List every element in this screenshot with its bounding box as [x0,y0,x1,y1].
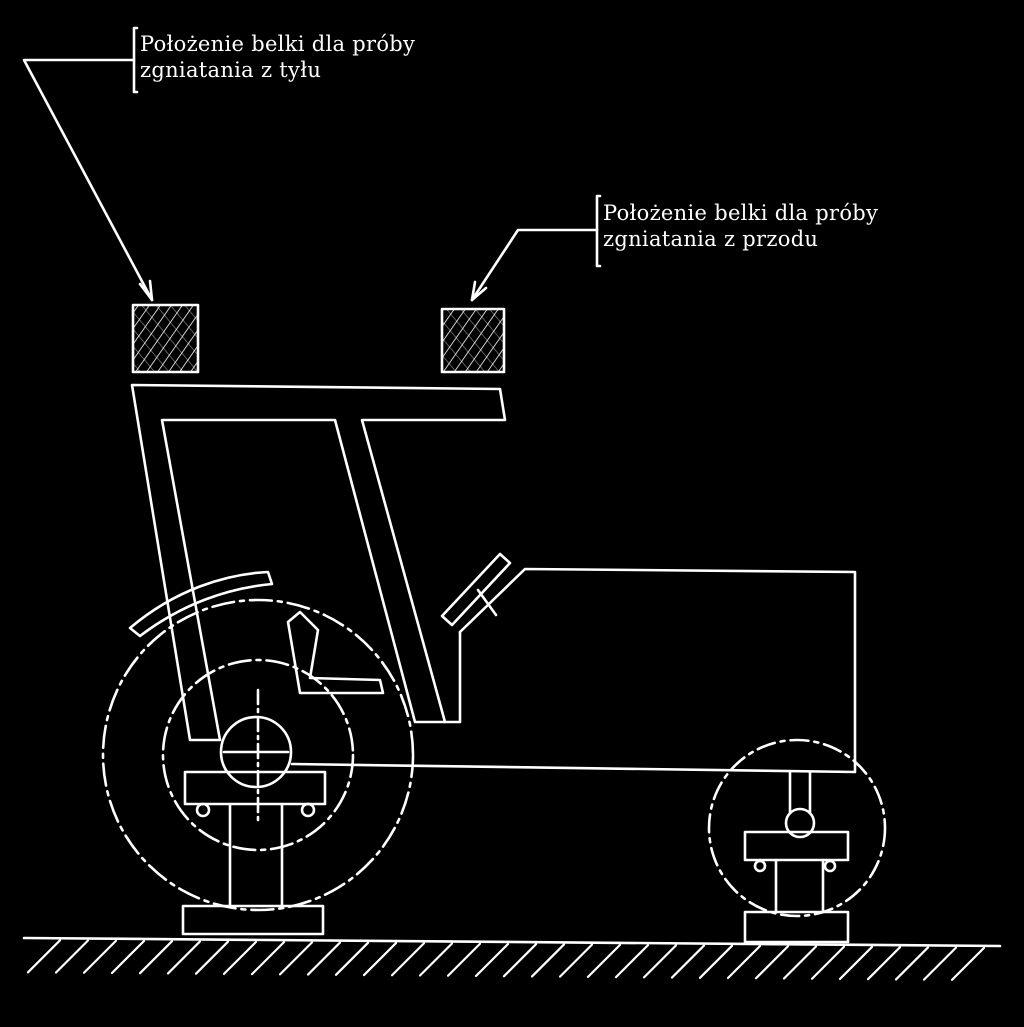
ground-hatch-mark [390,942,426,977]
front-support-stand [743,770,850,944]
ground-hatch-mark [754,945,790,980]
ground-hatch-mark [782,945,818,980]
front-beam-label-line2: zgniatania z przodu [603,227,819,251]
ground-hatch-mark [894,946,930,981]
ground-hatch-mark [222,940,258,976]
ground-hatch-mark [866,946,902,981]
ground-hatch-mark [838,945,874,981]
ground-hatch-mark [950,946,986,981]
rear-beam-label: Położenie belki dla próby zgniatania z t… [140,31,415,83]
ground-hatch-mark [810,945,846,980]
rear-label-leader [22,26,154,302]
ground-hatch-mark [166,940,202,975]
ground-hatch-mark [586,943,622,978]
ground-hatch-mark [138,940,174,975]
ground-hatch-mark [446,942,482,977]
ground-hatch-mark [362,941,398,977]
front-crush-beam [440,307,506,374]
rops-frame [130,383,507,742]
ground-hatch-mark [474,942,510,978]
ground-hatch-mark [922,946,958,981]
ground-hatch-mark [194,940,230,975]
ground-hatch-mark [54,939,90,974]
ground-hatch-mark [698,944,734,979]
rear-crush-beam [131,303,200,374]
rear-beam-label-line2: zgniatania z tyłu [140,58,322,82]
rear-fender [128,570,274,638]
rear-beam-label-line1: Położenie belki dla próby [140,32,416,56]
ground-hatch-mark [306,941,342,976]
ground-hatch-mark [250,941,286,976]
ground-hatch-mark [278,941,314,976]
ground-hatch-mark [614,944,650,979]
front-label-leader [470,194,602,302]
ground-hatch-mark [418,942,454,977]
rear-support-stand [181,770,327,936]
rear-wheel [101,598,415,912]
steering-wheel [440,552,512,627]
ground-hatch-mark [670,944,706,979]
ground-hatching [26,939,986,981]
ground-hatch-mark [726,944,762,980]
front-beam-label: Położenie belki dla próby zgniatania z p… [603,200,878,252]
ground-hatch-mark [26,939,62,974]
ground-hatch-mark [82,939,118,974]
ground-hatch-mark [334,941,370,976]
ground-hatch-mark [558,943,594,978]
ground-hatch-mark [530,943,566,978]
tractor-body [290,567,857,774]
rear-axle-hub [219,715,293,789]
front-beam-label-line1: Położenie belki dla próby [603,201,879,225]
ground-hatch-mark [502,943,538,978]
front-wheel [707,738,887,918]
ground-hatch-mark [642,944,678,979]
ground-hatch-mark [110,939,146,975]
ground-line [22,936,1002,948]
seat [286,610,385,695]
